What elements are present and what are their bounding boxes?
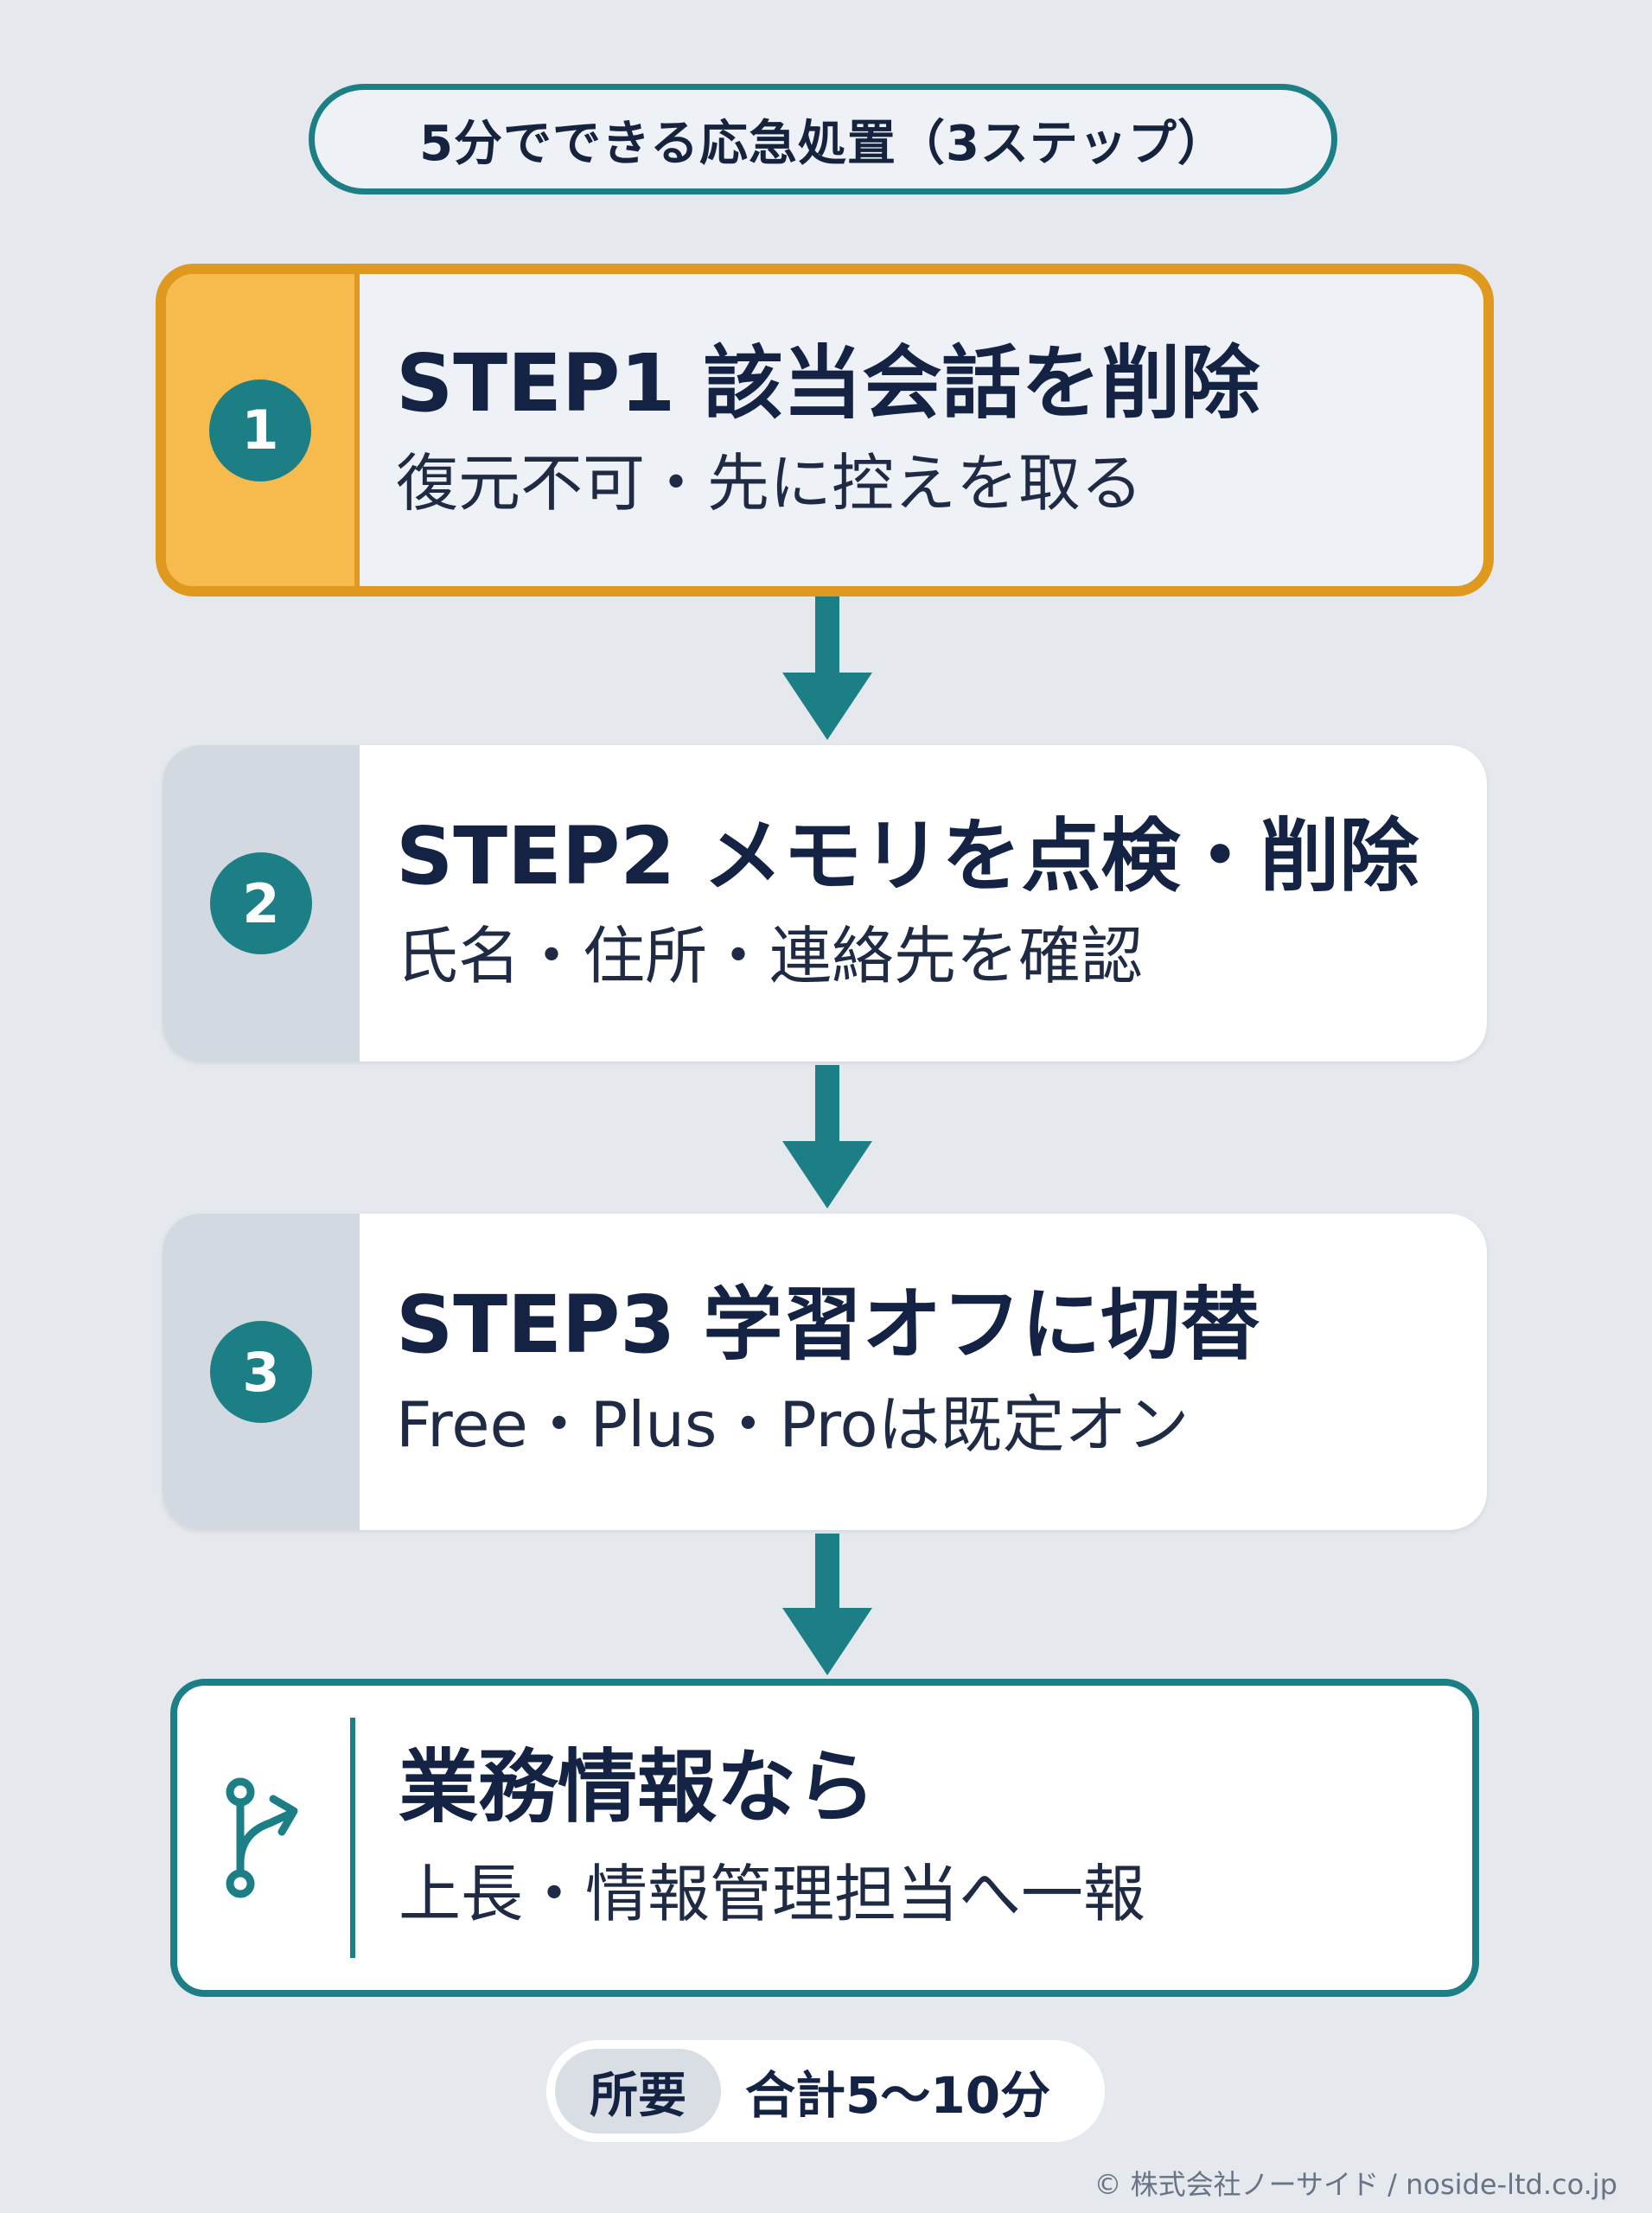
- copyright-text: © 株式会社ノーサイド / noside-ltd.co.jp: [1094, 2168, 1617, 2201]
- step-subtitle: 氏名・住所・連絡先を確認: [396, 920, 1144, 993]
- step-subtitle: 復元不可・先に控えを取る: [396, 446, 1144, 520]
- step-number-badge: 3: [210, 1321, 312, 1423]
- step-number-badge: 2: [210, 852, 312, 954]
- branch-icon-area: [177, 1773, 350, 1903]
- arrow-down-icon: [782, 596, 872, 740]
- step-content: STEP2 メモリを点検・削除 氏名・住所・連絡先を確認: [360, 745, 1487, 1062]
- card-divider: [350, 1718, 355, 1958]
- time-required-pill: 所要 合計5〜10分: [546, 2040, 1105, 2142]
- step-content: STEP3 学習オフに切替 Free・Plus・Proは既定オン: [360, 1214, 1487, 1530]
- branch-arrow-icon: [226, 1777, 298, 1898]
- step-card-2: 2 STEP2 メモリを点検・削除 氏名・住所・連絡先を確認: [163, 745, 1487, 1062]
- step-number-badge: 1: [209, 379, 311, 482]
- arrow-down-icon: [782, 1534, 872, 1675]
- time-required-tag: 所要: [555, 2049, 721, 2133]
- step-card-3: 3 STEP3 学習オフに切替 Free・Plus・Proは既定オン: [163, 1214, 1487, 1530]
- business-info-card: 業務情報なら 上長・情報管理担当へ一報: [170, 1679, 1479, 1997]
- step-title: STEP1 該当会話を削除: [396, 336, 1260, 430]
- business-title: 業務情報なら: [399, 1741, 877, 1834]
- business-subtitle: 上長・情報管理担当へ一報: [399, 1858, 1146, 1931]
- step-number-column: 3: [163, 1214, 360, 1530]
- step-title: STEP2 メモリを点検・削除: [396, 810, 1419, 903]
- business-content: 業務情報なら 上長・情報管理担当へ一報: [355, 1744, 1145, 1932]
- step-content: STEP1 該当会話を削除 復元不可・先に控えを取る: [360, 274, 1483, 586]
- arrow-down-icon: [782, 1065, 872, 1209]
- step-card-1: 1 STEP1 該当会話を削除 復元不可・先に控えを取る: [156, 264, 1494, 596]
- time-required-value: 合計5〜10分: [745, 2066, 1051, 2125]
- step-title: STEP3 学習オフに切替: [396, 1279, 1260, 1372]
- step-number-column: 1: [166, 274, 360, 586]
- step-subtitle: Free・Plus・Proは既定オン: [396, 1388, 1190, 1462]
- page-title: 5分でできる応急処置（3ステップ）: [309, 84, 1337, 195]
- step-number-column: 2: [163, 745, 360, 1062]
